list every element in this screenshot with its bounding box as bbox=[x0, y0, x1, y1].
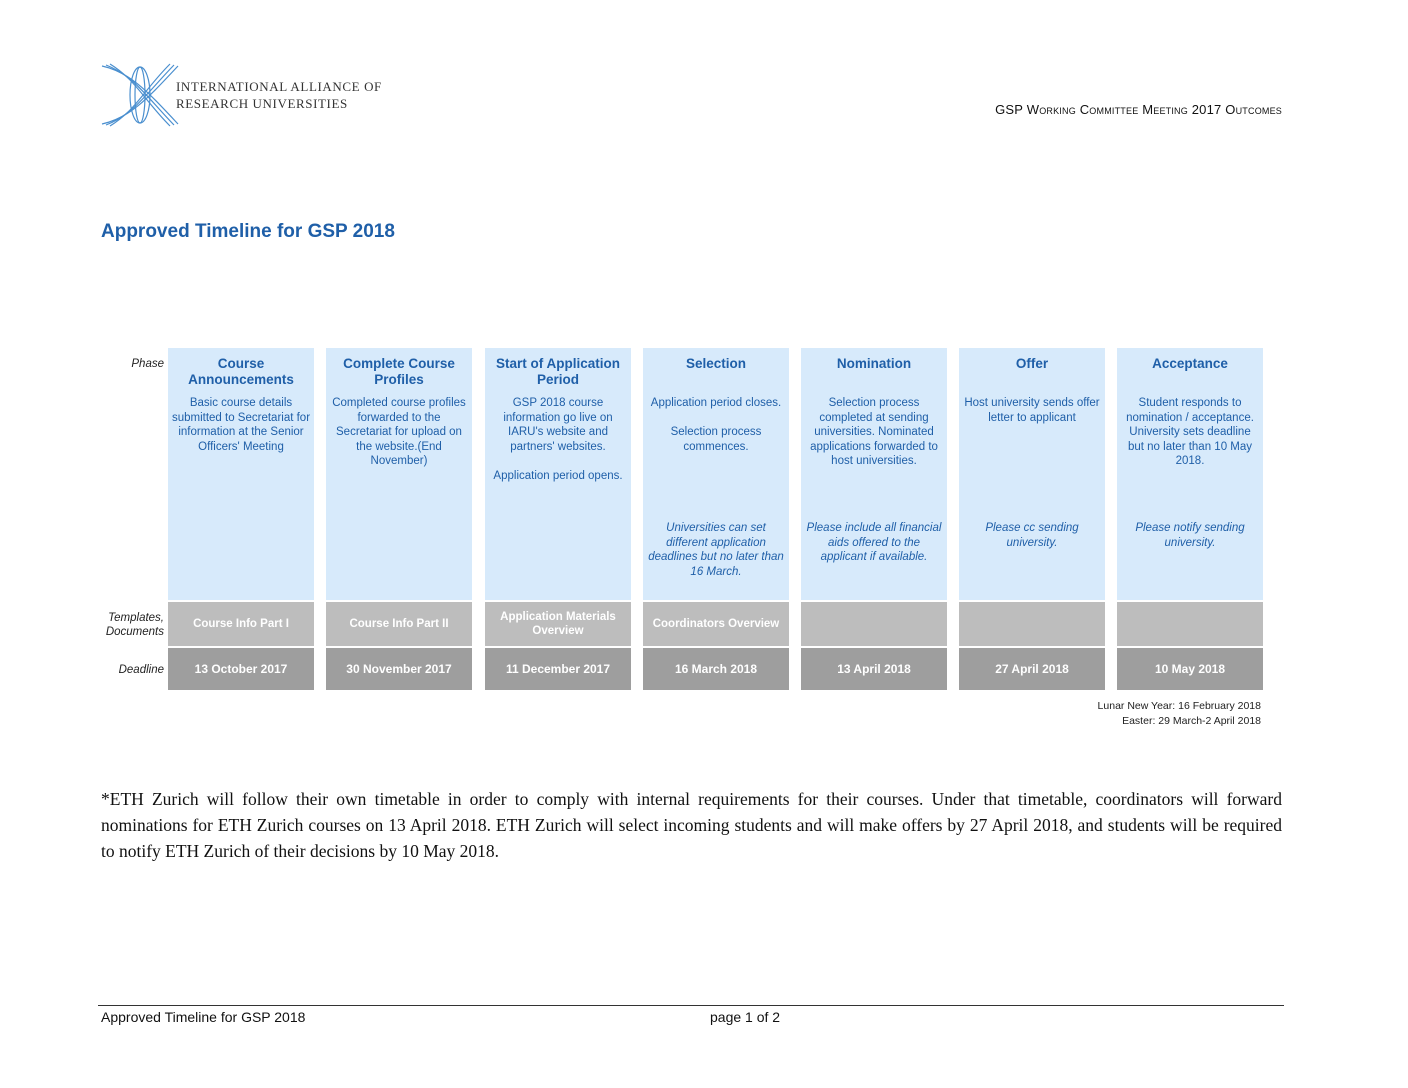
phase-cell: Complete Course Profiles Completed cours… bbox=[326, 348, 472, 600]
holiday-notes: Lunar New Year: 16 February 2018 Easter:… bbox=[1098, 699, 1261, 729]
deadline-cell: 30 November 2017 bbox=[326, 648, 472, 690]
row-label-deadline: Deadline bbox=[118, 664, 164, 676]
phase-cell: Course Announcements Basic course detail… bbox=[168, 348, 314, 600]
page-title: Approved Timeline for GSP 2018 bbox=[101, 221, 395, 242]
logo-line-2: RESEARCH UNIVERSITIES bbox=[176, 96, 348, 111]
phase-description: Student responds to nomination / accepta… bbox=[1126, 397, 1254, 468]
footer-divider bbox=[98, 1005, 1284, 1006]
phase-cell: Acceptance Student responds to nominatio… bbox=[1117, 348, 1263, 600]
phase-cell: Nomination Selection process completed a… bbox=[801, 348, 947, 600]
template-cell bbox=[959, 602, 1105, 646]
phase-description: Host university sends offer letter to ap… bbox=[964, 397, 1100, 424]
iaru-logo: INTERNATIONAL ALLIANCE OF RESEARCH UNIVE… bbox=[100, 62, 400, 128]
document-heading: GSP Working Committee Meeting 2017 Outco… bbox=[995, 102, 1282, 117]
template-cell bbox=[1117, 602, 1263, 646]
phase-note: Please include all financial aids offere… bbox=[806, 522, 942, 564]
phase-cell: Selection Application period closes. Sel… bbox=[643, 348, 789, 600]
phase-description: GSP 2018 course information go live on I… bbox=[493, 397, 623, 482]
phase-column: Acceptance Student responds to nominatio… bbox=[1117, 348, 1263, 690]
template-cell: Application Materials Overview bbox=[485, 602, 631, 646]
phase-name: Complete Course Profiles bbox=[343, 356, 455, 387]
phase-name: Nomination bbox=[836, 356, 912, 371]
logo-line-1: INTERNATIONAL ALLIANCE OF bbox=[176, 79, 382, 94]
deadline-cell: 13 October 2017 bbox=[168, 648, 314, 690]
template-cell: Course Info Part I bbox=[168, 602, 314, 646]
phase-description: Completed course profiles forwarded to t… bbox=[332, 397, 466, 468]
iaru-logo-icon bbox=[101, 63, 179, 127]
phase-note: Please cc sending university. bbox=[985, 522, 1079, 549]
phase-name: Selection bbox=[685, 356, 747, 371]
deadline-cell: 27 April 2018 bbox=[959, 648, 1105, 690]
holiday-easter: Easter: 29 March-2 April 2018 bbox=[1122, 715, 1261, 727]
phase-column: Complete Course Profiles Completed cours… bbox=[326, 348, 472, 690]
phase-description: Basic course details submitted to Secret… bbox=[171, 397, 311, 453]
template-cell bbox=[801, 602, 947, 646]
phase-name: Course Announcements bbox=[188, 356, 294, 387]
phase-column: Nomination Selection process completed a… bbox=[801, 348, 947, 690]
logo-text: INTERNATIONAL ALLIANCE OF RESEARCH UNIVE… bbox=[176, 78, 382, 112]
phase-column: Selection Application period closes. Sel… bbox=[643, 348, 789, 690]
phase-name: Offer bbox=[1015, 356, 1049, 371]
phase-name: Acceptance bbox=[1152, 356, 1228, 371]
template-cell: Coordinators Overview bbox=[643, 602, 789, 646]
phase-description: Selection process completed at sending u… bbox=[810, 397, 938, 468]
phase-column: Course Announcements Basic course detail… bbox=[168, 348, 314, 690]
deadline-cell: 10 May 2018 bbox=[1117, 648, 1263, 690]
template-cell: Course Info Part II bbox=[326, 602, 472, 646]
row-label-templates: Templates, Documents bbox=[105, 612, 164, 638]
phase-cell: Offer Host university sends offer letter… bbox=[959, 348, 1105, 600]
row-label-phase: Phase bbox=[131, 358, 164, 370]
phase-name: Start of Application Period bbox=[496, 356, 620, 387]
eth-zurich-note: *ETH Zurich will follow their own timeta… bbox=[101, 789, 1282, 861]
phase-column: Offer Host university sends offer letter… bbox=[959, 348, 1105, 690]
footer-title: Approved Timeline for GSP 2018 bbox=[101, 1009, 306, 1025]
phase-column: Start of Application Period GSP 2018 cou… bbox=[485, 348, 631, 690]
phase-note: Universities can set different applicati… bbox=[648, 522, 784, 578]
deadline-cell: 13 April 2018 bbox=[801, 648, 947, 690]
page-number: page 1 of 2 bbox=[710, 1009, 781, 1025]
deadline-cell: 16 March 2018 bbox=[643, 648, 789, 690]
deadline-cell: 11 December 2017 bbox=[485, 648, 631, 690]
phase-description: Application period closes. Selection pro… bbox=[650, 397, 782, 453]
phase-cell: Start of Application Period GSP 2018 cou… bbox=[485, 348, 631, 600]
holiday-lunar-new-year: Lunar New Year: 16 February 2018 bbox=[1097, 700, 1261, 712]
phase-note: Please notify sending university. bbox=[1135, 522, 1245, 549]
